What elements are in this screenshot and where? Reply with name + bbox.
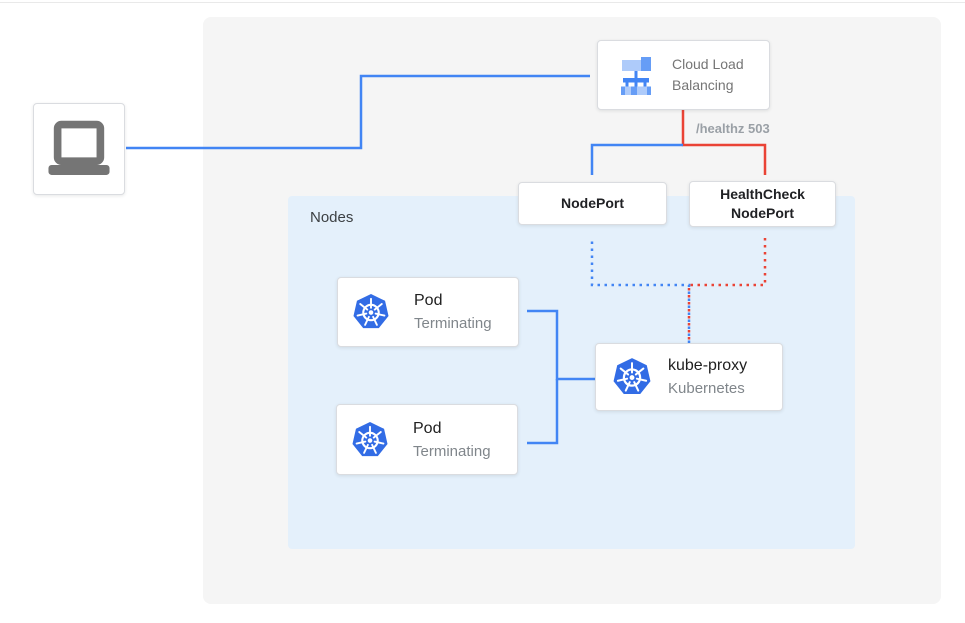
nodeport-node: NodePort <box>518 182 667 225</box>
healthcheck-nodeport-label: HealthCheck NodePort <box>720 186 805 221</box>
cloud-load-balancing-node: Cloud Load Balancing <box>597 40 770 110</box>
pod-1-status: Terminating <box>414 315 492 332</box>
kube-proxy-text: kube-proxy Kubernetes <box>668 354 747 400</box>
kube-proxy-title: kube-proxy <box>668 357 748 374</box>
healthz-status-label: /healthz 503 <box>696 121 770 136</box>
pod-2-text: Pod Terminating <box>413 417 491 463</box>
kubernetes-icon <box>351 420 389 457</box>
top-divider <box>0 2 965 3</box>
pod-1-text: Pod Terminating <box>414 289 492 335</box>
pod-2-status: Terminating <box>413 442 491 460</box>
cloud-load-balancing-label: Cloud Load Balancing <box>672 56 744 93</box>
nodeport-label: NodePort <box>561 195 624 211</box>
pod-1-title: Pod <box>414 292 443 309</box>
kube-proxy-subtitle: Kubernetes <box>668 380 745 397</box>
load-balancer-icon <box>621 57 651 95</box>
pod-2-title: Pod <box>413 419 442 437</box>
client-laptop-node <box>33 103 125 195</box>
kubernetes-icon <box>352 293 390 330</box>
kube-proxy-node: kube-proxy Kubernetes <box>595 343 783 411</box>
pod-node-1: Pod Terminating <box>337 277 519 347</box>
pod-node-2: Pod Terminating <box>336 404 518 475</box>
kubernetes-icon <box>612 357 652 396</box>
nodes-group-label: Nodes <box>310 209 354 226</box>
healthcheck-nodeport-node: HealthCheck NodePort <box>689 181 836 227</box>
laptop-icon <box>45 120 113 178</box>
